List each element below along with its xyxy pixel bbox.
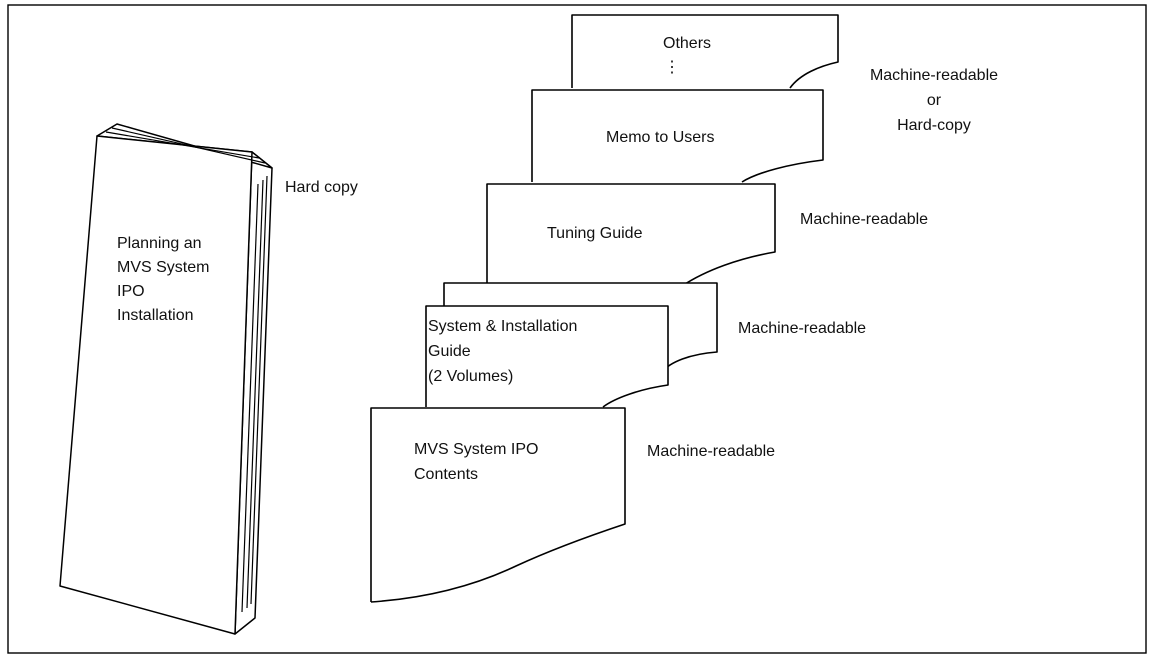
media-label: or bbox=[927, 92, 942, 109]
book-page-line bbox=[105, 131, 260, 159]
document-label: Tuning Guide bbox=[547, 225, 643, 242]
media-label: Machine-readable bbox=[870, 67, 998, 84]
planning-book: Planning an MVS System IPO Installation bbox=[59, 123, 273, 635]
document-shape bbox=[531, 89, 824, 183]
document-label: MVS System IPO bbox=[414, 441, 538, 458]
book-title-line: Planning an bbox=[117, 235, 202, 252]
document-label: Memo to Users bbox=[606, 129, 714, 146]
media-label: Machine-readable bbox=[800, 211, 928, 228]
book-page-line bbox=[250, 175, 268, 605]
book-cover bbox=[59, 135, 253, 635]
book-page-line bbox=[241, 183, 259, 613]
document-label: (2 Volumes) bbox=[428, 368, 513, 385]
document-label: System & Installation bbox=[428, 318, 577, 335]
diagram-frame bbox=[7, 4, 1147, 654]
document-memo-to-users: Memo to Users bbox=[531, 89, 824, 183]
document-system-installation-guide: System & Installation Guide (2 Volumes) bbox=[425, 282, 718, 408]
book-page-line bbox=[111, 127, 266, 164]
book-title-line: IPO bbox=[117, 283, 145, 300]
book-title-line: MVS System bbox=[117, 259, 209, 276]
document-shape bbox=[425, 305, 669, 408]
document-mvs-contents: MVS System IPO Contents bbox=[370, 407, 626, 603]
media-label: Hard-copy bbox=[897, 117, 971, 134]
document-ellipsis: ⋮ bbox=[664, 59, 680, 76]
media-label: Machine-readable bbox=[647, 443, 775, 460]
document-label: Contents bbox=[414, 466, 478, 483]
document-label: Others bbox=[663, 35, 711, 52]
document-others: Others ⋮ bbox=[571, 14, 839, 89]
book-page-line bbox=[246, 179, 264, 609]
document-tuning-guide: Tuning Guide bbox=[486, 183, 776, 287]
document-shape bbox=[571, 14, 839, 89]
book-title-line: Installation bbox=[117, 307, 194, 324]
document-shape bbox=[486, 183, 776, 287]
document-label: Guide bbox=[428, 343, 471, 360]
document-shape bbox=[370, 407, 626, 603]
media-label: Machine-readable bbox=[738, 320, 866, 337]
book-media-label: Hard copy bbox=[285, 179, 358, 196]
